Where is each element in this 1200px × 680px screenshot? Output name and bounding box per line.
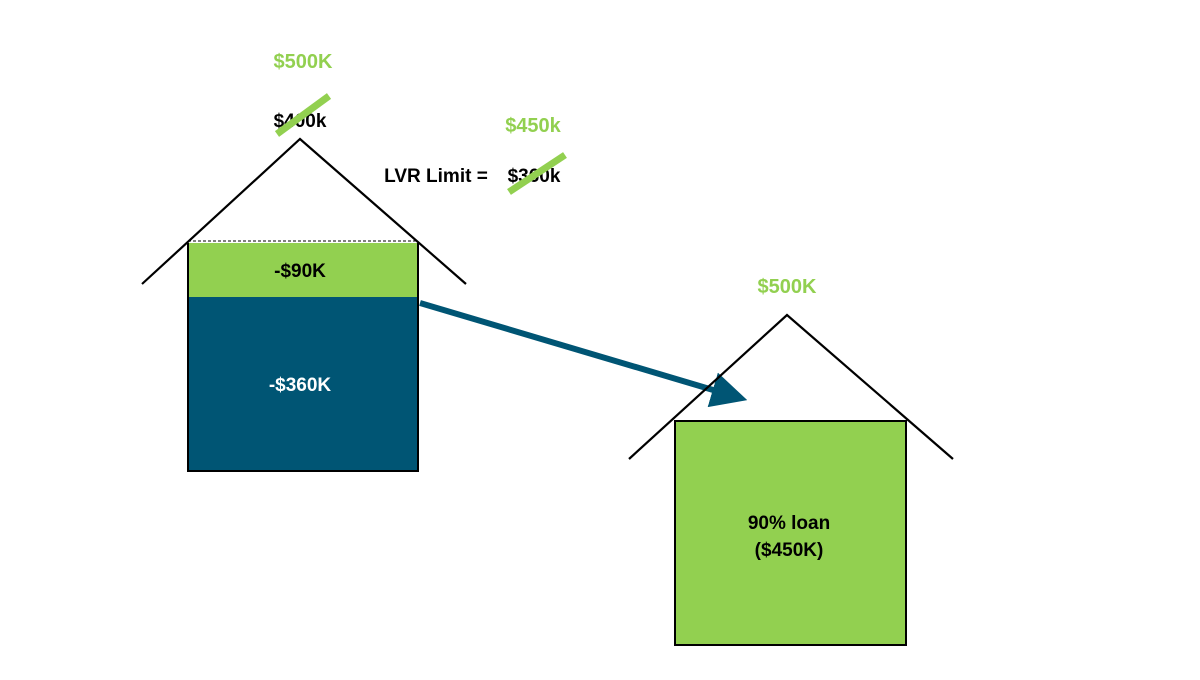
existing-loan-label: -$360K (269, 375, 332, 396)
transfer-arrow (419, 300, 748, 408)
lvr-limit-label: LVR Limit = (384, 166, 488, 187)
left-house: -$90K -$360K $500K $400k LVR Limit = $36… (141, 51, 567, 472)
equity-band-label: -$90K (274, 261, 326, 282)
lvr-old-strikethrough (507, 152, 567, 195)
existing-loan-block (188, 297, 418, 471)
equity-band (188, 243, 418, 297)
new-loan-label-line1: 90% loan (748, 513, 830, 534)
left-house-walls (187, 243, 419, 472)
new-loan-label-line2: ($450K) (755, 540, 824, 561)
new-loan-block (674, 420, 907, 646)
right-house-roof (628, 313, 954, 460)
new-property-value: $500K (274, 51, 333, 73)
lvr-new-value: $450k (505, 115, 561, 137)
right-property-value: $500K (758, 276, 817, 298)
right-house: $500K 90% loan ($450K) (628, 276, 954, 646)
old-value-strikethrough (274, 93, 332, 137)
left-house-roof (141, 137, 467, 285)
